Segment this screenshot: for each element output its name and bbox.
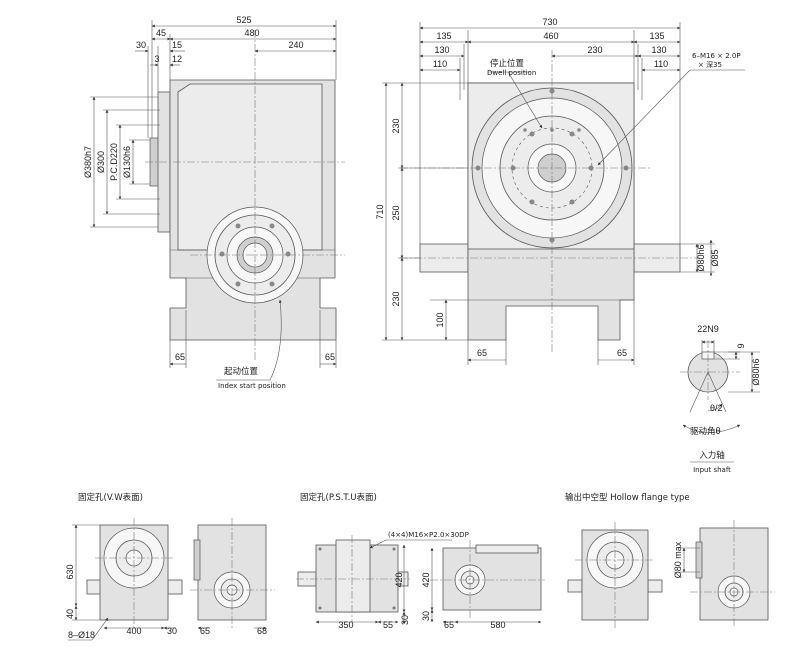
shaft-title-en: Input shaft bbox=[693, 466, 731, 474]
pstu-dim-30-a: 30 bbox=[400, 615, 410, 625]
front-dim-135-right: 135 bbox=[649, 31, 664, 41]
vw-dim-630: 630 bbox=[65, 564, 75, 579]
front-dim-730: 730 bbox=[542, 17, 557, 27]
front-dim-250: 250 bbox=[391, 205, 401, 220]
front-dim-130-left: 130 bbox=[434, 45, 449, 55]
side-dim-15: 15 bbox=[172, 40, 182, 50]
pstu-dim-350: 350 bbox=[338, 620, 353, 630]
shaft-drive-angle: 驱动角θ bbox=[690, 426, 721, 437]
front-dim-230: 230 bbox=[587, 45, 602, 55]
pstu-dim-420-a: 420 bbox=[394, 572, 404, 587]
vw-dim-68: 68 bbox=[257, 626, 267, 636]
front-dim-710: 710 bbox=[375, 204, 385, 219]
front-dim-d80h6: Ø80h6 bbox=[696, 244, 706, 271]
front-dim-230-top: 230 bbox=[391, 118, 401, 133]
side-dim-d130: Ø130h6 bbox=[122, 146, 132, 178]
thread-note-2: × 深35 bbox=[698, 60, 722, 69]
input-shaft-detail: 22N9 9 Ø80h6 θ/2 驱动角θ 入力轴 Input shaft bbox=[680, 324, 761, 474]
side-dim-d300: Ø300 bbox=[96, 151, 106, 173]
side-dim-240: 240 bbox=[288, 40, 303, 50]
pstu-dim-55: 55 bbox=[383, 620, 393, 630]
shaft-title-cn: 入力轴 bbox=[699, 450, 725, 461]
index-start-en: Index start position bbox=[218, 382, 286, 390]
thumb-vw: 固定孔(V.W表面) 630 40 400 30 8–Ø18 65 68 bbox=[65, 492, 275, 641]
side-dim-65-right: 65 bbox=[325, 352, 335, 362]
thumb-pstu-title: 固定孔(P.S.T.U表面) bbox=[300, 492, 377, 503]
dial-bolt-holes bbox=[475, 88, 629, 243]
front-dim-130-right: 130 bbox=[651, 45, 666, 55]
vw-dim-40: 40 bbox=[65, 609, 75, 619]
front-dim-110-left: 110 bbox=[433, 59, 447, 69]
front-dim-460: 460 bbox=[543, 31, 558, 41]
side-view: 525 45 480 240 30 15 3 12 Ø380h7 Ø300 P.… bbox=[83, 15, 345, 390]
pstu-dim-580: 580 bbox=[490, 620, 505, 630]
vw-dim-400: 400 bbox=[126, 626, 141, 636]
shaft-key-depth: 9 bbox=[736, 343, 746, 348]
thumb-pstu: 固定孔(P.S.T.U表面) 420 350 55 30 (4×4)M16×P2… bbox=[296, 492, 545, 630]
index-start-cn: 起动位置 bbox=[224, 366, 259, 377]
front-dim-110-right: 110 bbox=[654, 59, 668, 69]
front-dim-100: 100 bbox=[435, 312, 445, 327]
thread-note-1: 6–M16 × 2.0P bbox=[692, 52, 741, 60]
front-dim-135-left: 135 bbox=[436, 31, 451, 41]
vw-dim-65: 65 bbox=[200, 626, 210, 636]
front-dim-230-bottom: 230 bbox=[391, 291, 401, 306]
vw-dim-holes: 8–Ø18 bbox=[68, 630, 95, 640]
thumb-hollow-title: 输出中空型 Hollow flange type bbox=[565, 492, 690, 503]
shaft-half-angle: θ/2 bbox=[710, 403, 723, 413]
shaft-diameter: Ø80h6 bbox=[751, 358, 761, 385]
thumb-vw-title: 固定孔(V.W表面) bbox=[78, 492, 143, 503]
side-dim-12: 12 bbox=[172, 54, 182, 64]
front-view: 730 135 460 135 130 230 130 110 110 710 … bbox=[375, 17, 745, 365]
pstu-dim-30-b: 30 bbox=[421, 611, 431, 621]
side-dim-pcd220: P.C.D220 bbox=[109, 143, 119, 181]
hollow-dim-d80max: Ø80 max bbox=[673, 541, 683, 578]
front-dim-d85: Ø85 bbox=[710, 249, 720, 266]
side-dim-d380: Ø380h7 bbox=[83, 146, 93, 178]
front-dim-65-right: 65 bbox=[617, 348, 627, 358]
front-dim-65-left: 65 bbox=[477, 348, 487, 358]
side-dim-525: 525 bbox=[236, 15, 251, 25]
side-dim-3: 3 bbox=[154, 54, 159, 64]
side-housing-face bbox=[177, 83, 323, 251]
dwell-cn: 停止位置 bbox=[490, 58, 525, 69]
side-dim-480: 480 bbox=[244, 28, 259, 38]
dwell-en: Dwell position bbox=[487, 69, 536, 77]
vw-dim-30: 30 bbox=[167, 626, 177, 636]
pstu-dim-420-b: 420 bbox=[421, 572, 431, 587]
side-dim-30: 30 bbox=[136, 40, 146, 50]
side-dim-65-left: 65 bbox=[175, 352, 185, 362]
pstu-dim-65: 65 bbox=[444, 620, 454, 630]
shaft-keyway-dim: 22N9 bbox=[697, 324, 719, 334]
thumb-hollow: 输出中空型 Hollow flange type Ø80 max bbox=[565, 492, 775, 628]
side-dim-45: 45 bbox=[156, 28, 166, 38]
pstu-thread-note: (4×4)M16×P2.0×30DP bbox=[388, 531, 469, 539]
